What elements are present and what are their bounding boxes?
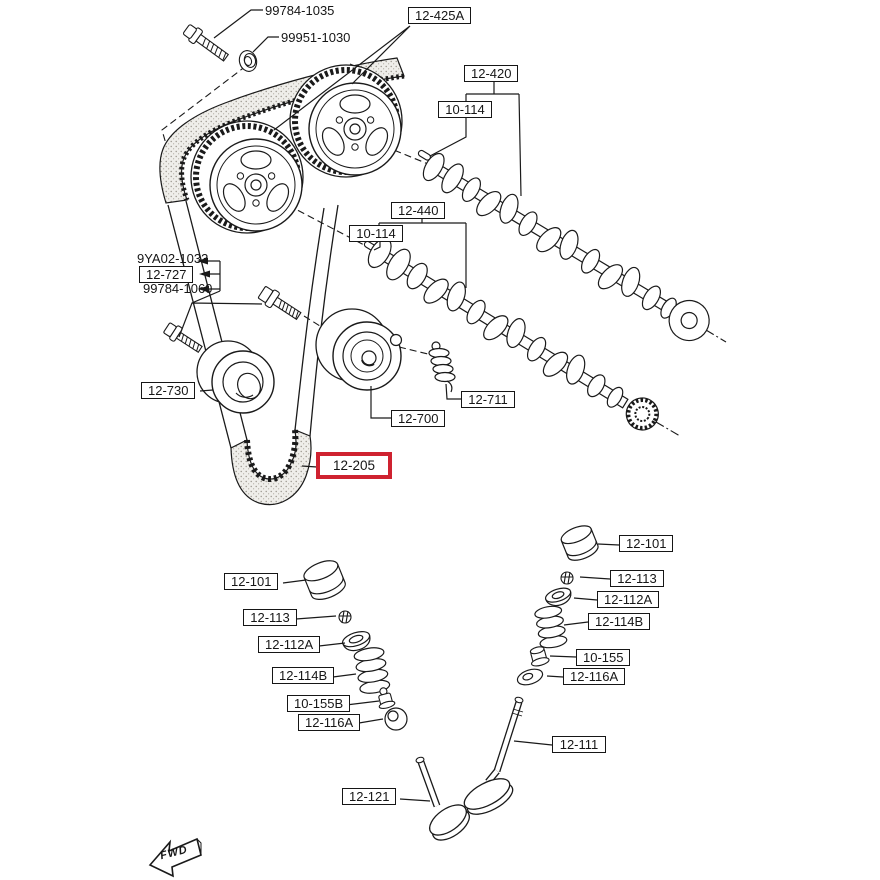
part-label-9YA02-1033[interactable]: 9YA02-1033 bbox=[137, 251, 209, 266]
part-label-12-440[interactable]: 12-440 bbox=[391, 202, 446, 219]
part-label-12-727[interactable]: 12-727 bbox=[139, 266, 194, 283]
spring-seat-left bbox=[342, 631, 371, 652]
part-label-12-121[interactable]: 12-121 bbox=[342, 788, 397, 805]
part-label-12-205-highlighted[interactable]: 12-205 bbox=[316, 452, 393, 479]
exhaust-valve bbox=[415, 756, 470, 841]
part-label-12-425A[interactable]: 12-425A bbox=[408, 7, 472, 24]
part-label-99784-1035[interactable]: 99784-1035 bbox=[265, 3, 335, 18]
part-label-12-113-left[interactable]: 12-113 bbox=[243, 609, 297, 626]
intake-valve bbox=[463, 696, 524, 815]
part-label-10-114-upper[interactable]: 10-114 bbox=[438, 101, 492, 118]
valve-spring-right bbox=[534, 605, 568, 649]
part-label-12-420[interactable]: 12-420 bbox=[464, 65, 519, 82]
camshaft-pulley-right bbox=[289, 64, 403, 178]
part-label-12-116A-left[interactable]: 12-116A bbox=[298, 714, 361, 731]
part-label-12-101-right[interactable]: 12-101 bbox=[619, 535, 674, 552]
bolt-middle-right bbox=[257, 286, 302, 321]
part-label-10-155[interactable]: 10-155 bbox=[576, 649, 631, 666]
valve-seal-right bbox=[529, 646, 550, 667]
part-label-12-114B-right[interactable]: 12-114B bbox=[588, 613, 651, 630]
part-label-12-116A-right[interactable]: 12-116A bbox=[563, 668, 626, 685]
part-label-10-155B[interactable]: 10-155B bbox=[287, 695, 351, 712]
tensioner-pulley bbox=[315, 308, 403, 391]
part-label-12-112A-left[interactable]: 12-112A bbox=[258, 636, 321, 653]
part-label-12-111[interactable]: 12-111 bbox=[552, 736, 606, 753]
part-label-12-114B-left[interactable]: 12-114B bbox=[272, 667, 335, 684]
tappet-right bbox=[560, 525, 599, 561]
spring-washer-left bbox=[384, 707, 408, 731]
valve-seal-left bbox=[378, 687, 396, 709]
part-label-10-114-lower[interactable]: 10-114 bbox=[349, 225, 403, 242]
part-label-12-730[interactable]: 12-730 bbox=[141, 382, 196, 399]
idler-pulley bbox=[196, 340, 275, 414]
part-label-12-711[interactable]: 12-711 bbox=[461, 391, 515, 408]
washer-top bbox=[238, 50, 258, 72]
part-label-12-112A-right[interactable]: 12-112A bbox=[597, 591, 660, 608]
fwd-arrow bbox=[148, 837, 202, 878]
part-label-12-101-left[interactable]: 12-101 bbox=[224, 573, 279, 590]
leader-lines bbox=[178, 9, 620, 802]
camshaft-upper bbox=[422, 152, 710, 342]
bolt-top bbox=[183, 24, 230, 62]
valve-keeper-right bbox=[560, 571, 574, 585]
tappet-left bbox=[303, 560, 346, 600]
spring-washer-right bbox=[516, 668, 544, 686]
part-label-12-113-right[interactable]: 12-113 bbox=[610, 570, 664, 587]
leader-arrowheads bbox=[197, 257, 210, 293]
bolt-middle-left bbox=[163, 322, 203, 354]
valve-keeper-left bbox=[338, 610, 352, 624]
camshaft-pulley-left bbox=[190, 120, 304, 234]
part-label-99784-1060[interactable]: 99784-1060 bbox=[143, 281, 213, 296]
spring-seat-right bbox=[544, 587, 572, 607]
part-label-99951-1030[interactable]: 99951-1030 bbox=[281, 30, 351, 45]
camshaft-lower bbox=[367, 238, 659, 431]
part-label-12-700[interactable]: 12-700 bbox=[391, 410, 446, 427]
tensioner-spring bbox=[428, 341, 456, 393]
